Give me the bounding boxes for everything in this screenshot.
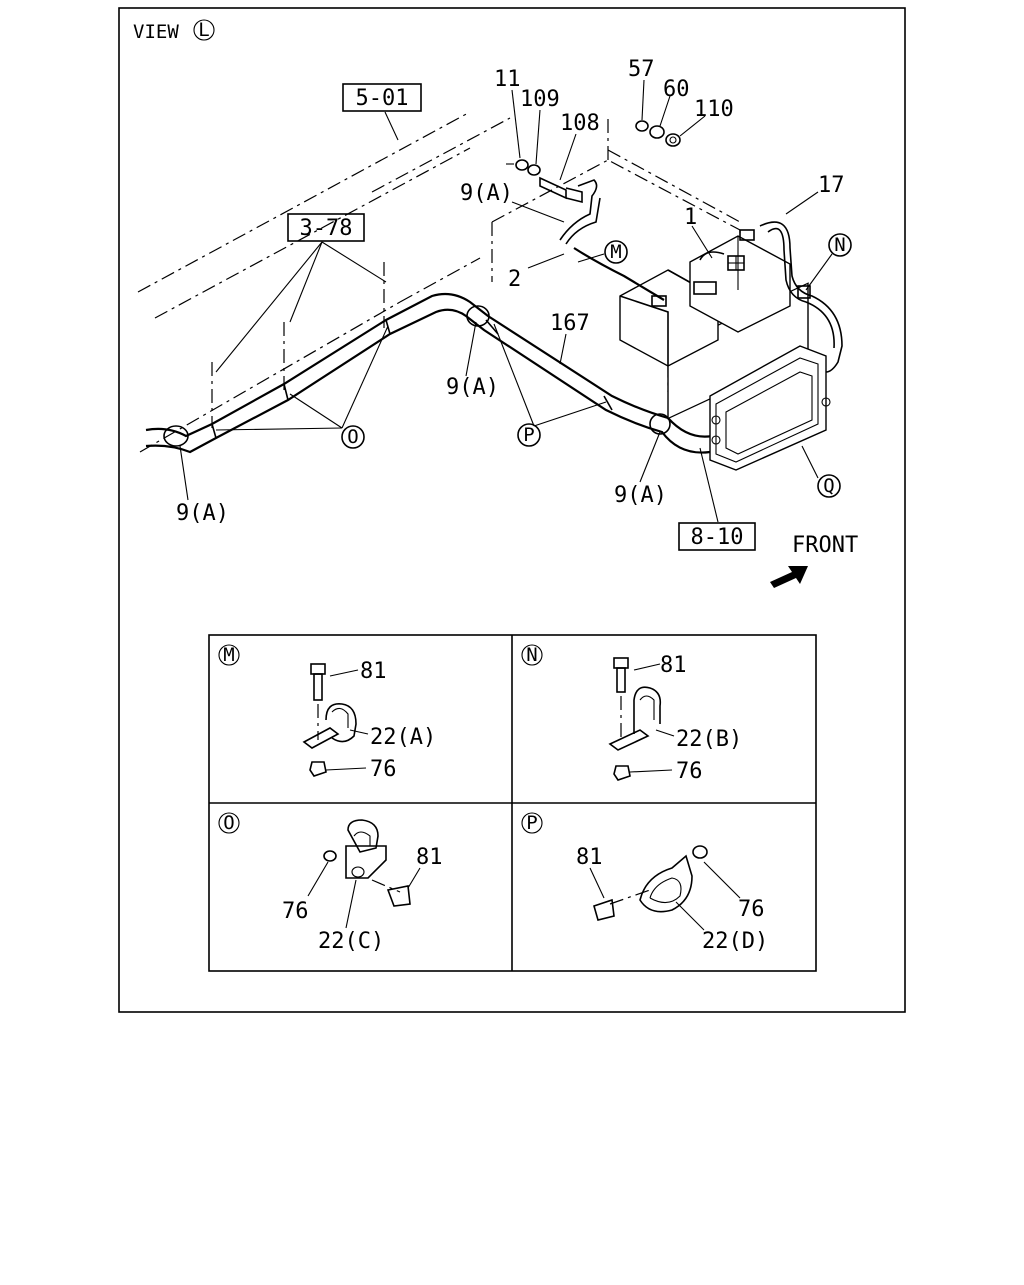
- detail-p-clip: 22(D): [702, 929, 768, 954]
- detail-o-bolt: 81: [416, 845, 443, 870]
- detail-p-bolt: 81: [576, 845, 603, 870]
- diagram-frame: [118, 7, 906, 1013]
- detail-n-nut: 76: [676, 759, 703, 784]
- view-label: VIEW: [133, 21, 179, 43]
- label-9a-mid: 9(A): [446, 375, 499, 400]
- frame-brackets: [211, 222, 493, 428]
- label-110: 110: [694, 97, 734, 122]
- view-circle-letter: L: [198, 19, 209, 41]
- detail-p-circle: P: [526, 812, 537, 834]
- callout-q[interactable]: Q: [817, 474, 841, 498]
- svg-text:N: N: [834, 234, 845, 256]
- view-header: VIEW L: [133, 19, 215, 43]
- detail-m-clip: 22(A): [370, 725, 436, 750]
- label-9a-left: 9(A): [176, 501, 229, 526]
- label-9a-top: 9(A): [460, 181, 513, 206]
- clip-9a-mid: [466, 305, 490, 327]
- front-arrow-icon: [770, 566, 808, 588]
- detail-o-clip: 22(C): [318, 929, 384, 954]
- svg-text:O: O: [347, 426, 358, 448]
- view-circle: [193, 19, 215, 41]
- detail-o-nut: 76: [282, 899, 309, 924]
- label-108: 108: [560, 111, 600, 136]
- detail-n-circle: N: [526, 644, 537, 666]
- label-57: 57: [628, 57, 655, 82]
- hardware-small: [506, 120, 681, 204]
- frame-rails: [137, 111, 511, 453]
- svg-text:M: M: [610, 241, 621, 263]
- ref-box-8-10-label: 8-10: [691, 525, 744, 550]
- label-60: 60: [663, 77, 690, 102]
- detail-grid: [208, 634, 817, 972]
- detail-n: N 81 22(B) 76: [521, 644, 742, 784]
- front-label: FRONT: [792, 533, 858, 558]
- batteries: [619, 229, 791, 367]
- leader-lines: [179, 79, 833, 501]
- detail-m-nut: 76: [370, 757, 397, 782]
- label-17: 17: [818, 173, 845, 198]
- callout-p[interactable]: P: [517, 423, 541, 447]
- harness-main: [145, 292, 713, 454]
- detail-o: O 81 22(C) 76: [218, 812, 443, 954]
- label-1: 1: [684, 205, 697, 230]
- detail-m-bolt: 81: [360, 659, 387, 684]
- detail-p: P 81 22(D) 76: [521, 812, 768, 954]
- label-167: 167: [550, 311, 590, 336]
- label-9a-right: 9(A): [614, 483, 667, 508]
- ref-box-5-01-label: 5-01: [356, 86, 409, 111]
- cables: [559, 179, 843, 373]
- ref-box-3-78[interactable]: 3-78: [215, 213, 387, 373]
- callout-m[interactable]: M: [604, 240, 628, 264]
- part-number-labels: 11 109 108 57 60 110 17 1 2 167 9(A) 9(A…: [176, 57, 845, 526]
- svg-text:Q: Q: [823, 475, 834, 497]
- ref-box-3-78-label: 3-78: [300, 216, 353, 241]
- detail-p-nut: 76: [738, 897, 765, 922]
- clip-9a-left: [163, 425, 189, 447]
- detail-n-bolt: 81: [660, 653, 687, 678]
- label-109: 109: [520, 87, 560, 112]
- ref-box-5-01[interactable]: 5-01: [342, 83, 422, 141]
- detail-m-circle: M: [223, 644, 234, 666]
- front-indicator: FRONT: [770, 533, 858, 588]
- callout-n[interactable]: N: [828, 233, 852, 257]
- detail-o-circle: O: [223, 812, 234, 834]
- ref-box-8-10[interactable]: 8-10: [678, 447, 756, 551]
- svg-text:P: P: [523, 424, 534, 446]
- detail-m: M 81 22(A) 76: [218, 644, 436, 782]
- label-2: 2: [508, 267, 521, 292]
- control-unit: [709, 345, 831, 471]
- label-11: 11: [494, 67, 521, 92]
- callout-o[interactable]: O: [341, 425, 365, 449]
- clip-9a-right: [649, 413, 671, 435]
- detail-n-clip: 22(B): [676, 727, 742, 752]
